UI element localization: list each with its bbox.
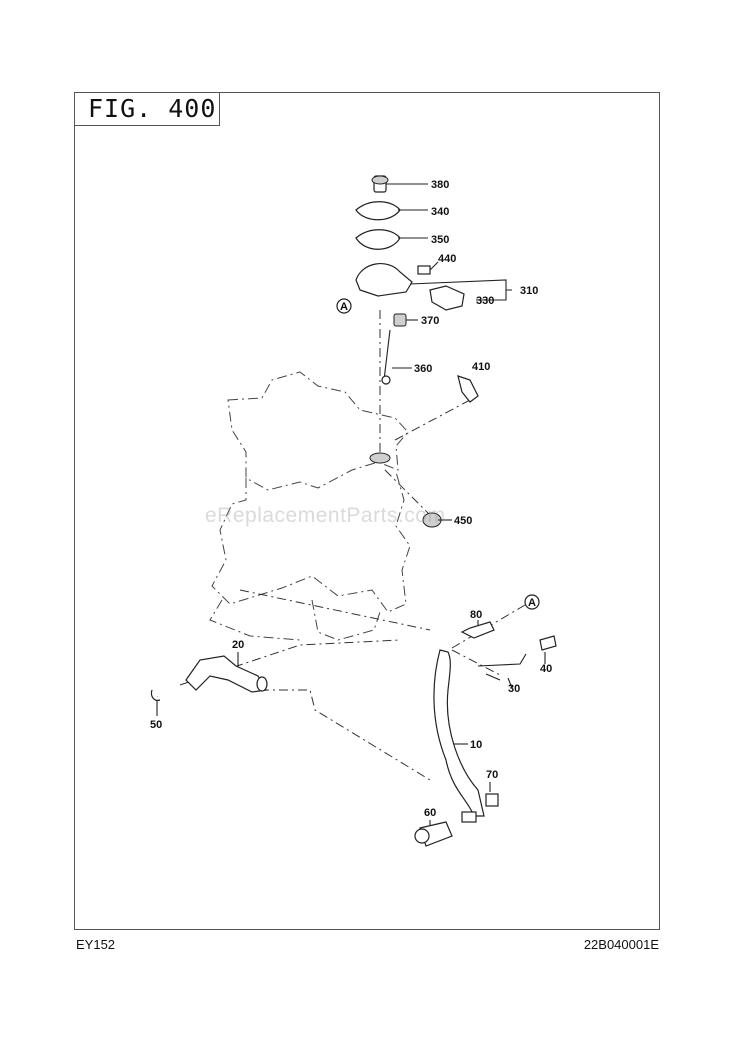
callout-410: 410	[472, 361, 490, 373]
callout-10: 10	[470, 739, 482, 751]
governor-assembly	[355, 175, 479, 528]
reference-a-top: A	[336, 298, 352, 314]
callout-370: 370	[421, 315, 439, 327]
callout-360: 360	[414, 363, 432, 375]
callout-380: 380	[431, 179, 449, 191]
callout-70: 70	[486, 769, 498, 781]
engine-block-outline	[209, 371, 411, 641]
callout-20: 20	[232, 639, 244, 651]
callout-330: 330	[476, 295, 494, 307]
callout-40: 40	[540, 663, 552, 675]
model-number: EY152	[76, 937, 116, 952]
figure-title: FIG. 400	[74, 92, 220, 126]
svg-text:A: A	[340, 301, 348, 313]
watermark: eReplacementParts.com	[205, 504, 446, 527]
figure-frame	[74, 92, 660, 930]
callout-labels: 380 340 350 440 310 330 370 360 410 450 …	[150, 179, 552, 819]
callout-340: 340	[431, 206, 449, 218]
callout-60: 60	[424, 807, 436, 819]
callout-350: 350	[431, 234, 449, 246]
reference-a-bottom: A	[524, 594, 540, 610]
svg-text:A: A	[528, 597, 536, 609]
callout-50: 50	[150, 719, 162, 731]
callout-450: 450	[454, 515, 472, 527]
control-lever-assembly	[414, 621, 557, 847]
document-number: 22B040001E	[583, 937, 659, 952]
callout-80: 80	[470, 609, 482, 621]
lever-shaft-assembly	[150, 655, 268, 701]
callout-30: 30	[508, 683, 520, 695]
callout-440: 440	[438, 253, 456, 265]
assembly-lines	[179, 310, 526, 781]
callout-310: 310	[520, 285, 538, 297]
